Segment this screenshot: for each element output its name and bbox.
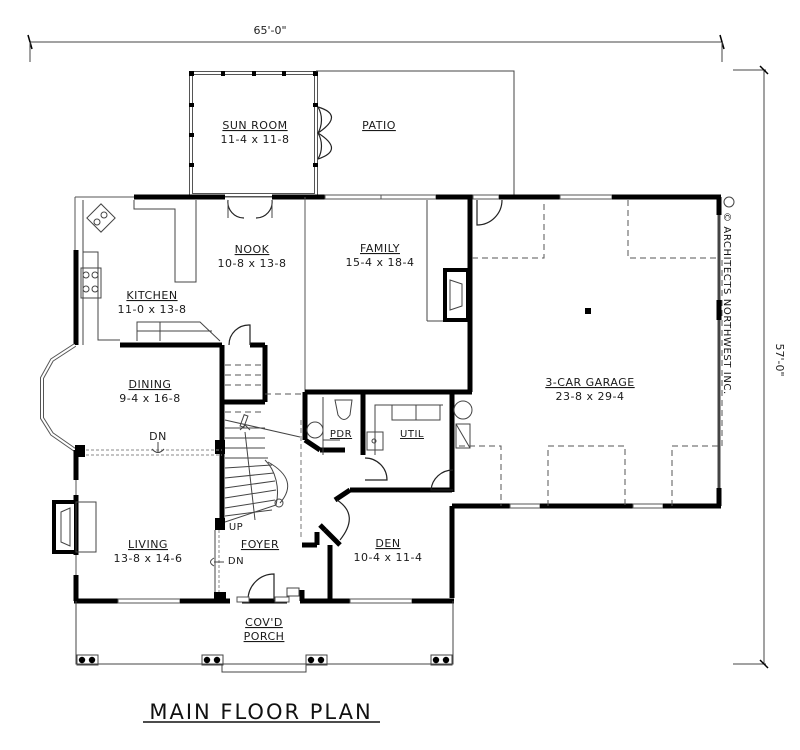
garage-label: 3-CAR GARAGE <box>545 376 634 389</box>
garage-entry-door <box>476 199 503 226</box>
den-size: 10-4 x 11-4 <box>354 551 423 564</box>
util-fixtures <box>366 400 473 455</box>
porch-label-line1: COV'D <box>245 616 283 629</box>
living-label: LIVING <box>128 538 168 551</box>
living-dn-label: DN <box>228 556 244 567</box>
den-label: DEN <box>375 537 400 550</box>
dn-arrow-icon <box>151 442 165 453</box>
kitchen-label: KITCHEN <box>126 289 177 302</box>
family-size: 15-4 x 18-4 <box>346 256 415 269</box>
nook-size: 10-8 x 13-8 <box>218 257 287 270</box>
pdr-label: PDR <box>330 429 352 440</box>
living-fireplace <box>52 500 97 554</box>
living-size: 13-8 x 14-6 <box>114 552 183 565</box>
plan-title: MAIN FLOOR PLAN <box>149 700 372 724</box>
patio-outline <box>316 70 515 195</box>
garage-size: 23-8 x 29-4 <box>556 390 625 403</box>
pdr-door <box>364 457 388 481</box>
pdr-fixtures <box>306 397 353 455</box>
nook-french-door <box>227 199 273 219</box>
porch-label-line2: PORCH <box>244 630 285 643</box>
family-label: FAMILY <box>360 242 400 255</box>
kitchen-size: 11-0 x 13-8 <box>118 303 187 316</box>
kitchen-counters <box>80 200 221 345</box>
sunroom-door-swing <box>316 106 333 160</box>
sun-room-walls <box>189 71 318 197</box>
util-label: UTIL <box>400 429 424 440</box>
depth-dimension-line <box>733 65 769 669</box>
staircase <box>224 364 301 523</box>
depth-dimension-label: 57'-0" <box>773 343 786 376</box>
garage-car-outlines <box>459 200 723 506</box>
width-dimension-label: 65'-0" <box>253 24 286 37</box>
sunroom-patio-door <box>317 106 323 160</box>
copyright-credit: © ARCHITECTS NORTHWEST INC. <box>721 196 735 395</box>
sun-room-size: 11-4 x 11-8 <box>221 133 290 146</box>
stair-up-label: UP <box>229 522 243 533</box>
credit-text: © ARCHITECTS NORTHWEST INC. <box>721 212 732 395</box>
sun-room-label: SUN ROOM <box>222 119 287 132</box>
dining-label: DINING <box>129 378 172 391</box>
interior-walls <box>75 197 472 602</box>
house-exterior-walls <box>40 194 722 604</box>
family-fireplace <box>426 200 470 322</box>
patio-label: PATIO <box>362 119 396 132</box>
covered-porch <box>75 601 454 673</box>
dn-arrow-icon <box>210 557 224 567</box>
front-door <box>247 573 275 601</box>
util-garage-door <box>430 469 454 491</box>
den-door <box>336 499 350 541</box>
pantry-door <box>228 324 251 346</box>
foyer-label: FOYER <box>241 538 279 551</box>
width-dimension-line <box>27 34 725 62</box>
dining-size: 9-4 x 16-8 <box>119 392 180 405</box>
dining-dn-label: DN <box>149 430 167 443</box>
nook-label: NOOK <box>235 243 270 256</box>
